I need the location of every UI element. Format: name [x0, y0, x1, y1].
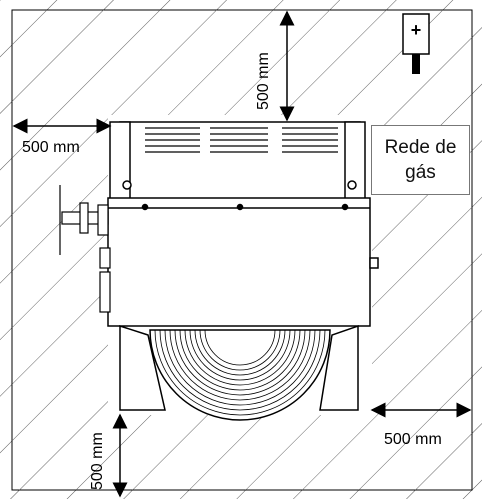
dimension-right-label: 500 mm — [384, 431, 442, 448]
dimension-left: 500 mm — [12, 118, 112, 156]
power-plus-symbol: + — [411, 20, 422, 40]
power-supply-icon: + — [402, 13, 430, 74]
gas-network-label-line1: Rede de — [384, 137, 457, 158]
gas-network-label-line2: gás — [405, 162, 436, 183]
gas-network-box: Rede de gás — [371, 125, 470, 195]
dimension-left-label: 500 mm — [22, 139, 80, 156]
dimension-right: 500 mm — [370, 402, 472, 448]
dimension-top: 500 mm — [255, 10, 295, 122]
heat-pump-unit — [59, 121, 379, 421]
dimension-bottom: 500 mm — [89, 413, 128, 498]
dimension-bottom-label: 500 mm — [89, 432, 106, 490]
dimension-top-label: 500 mm — [255, 52, 272, 110]
